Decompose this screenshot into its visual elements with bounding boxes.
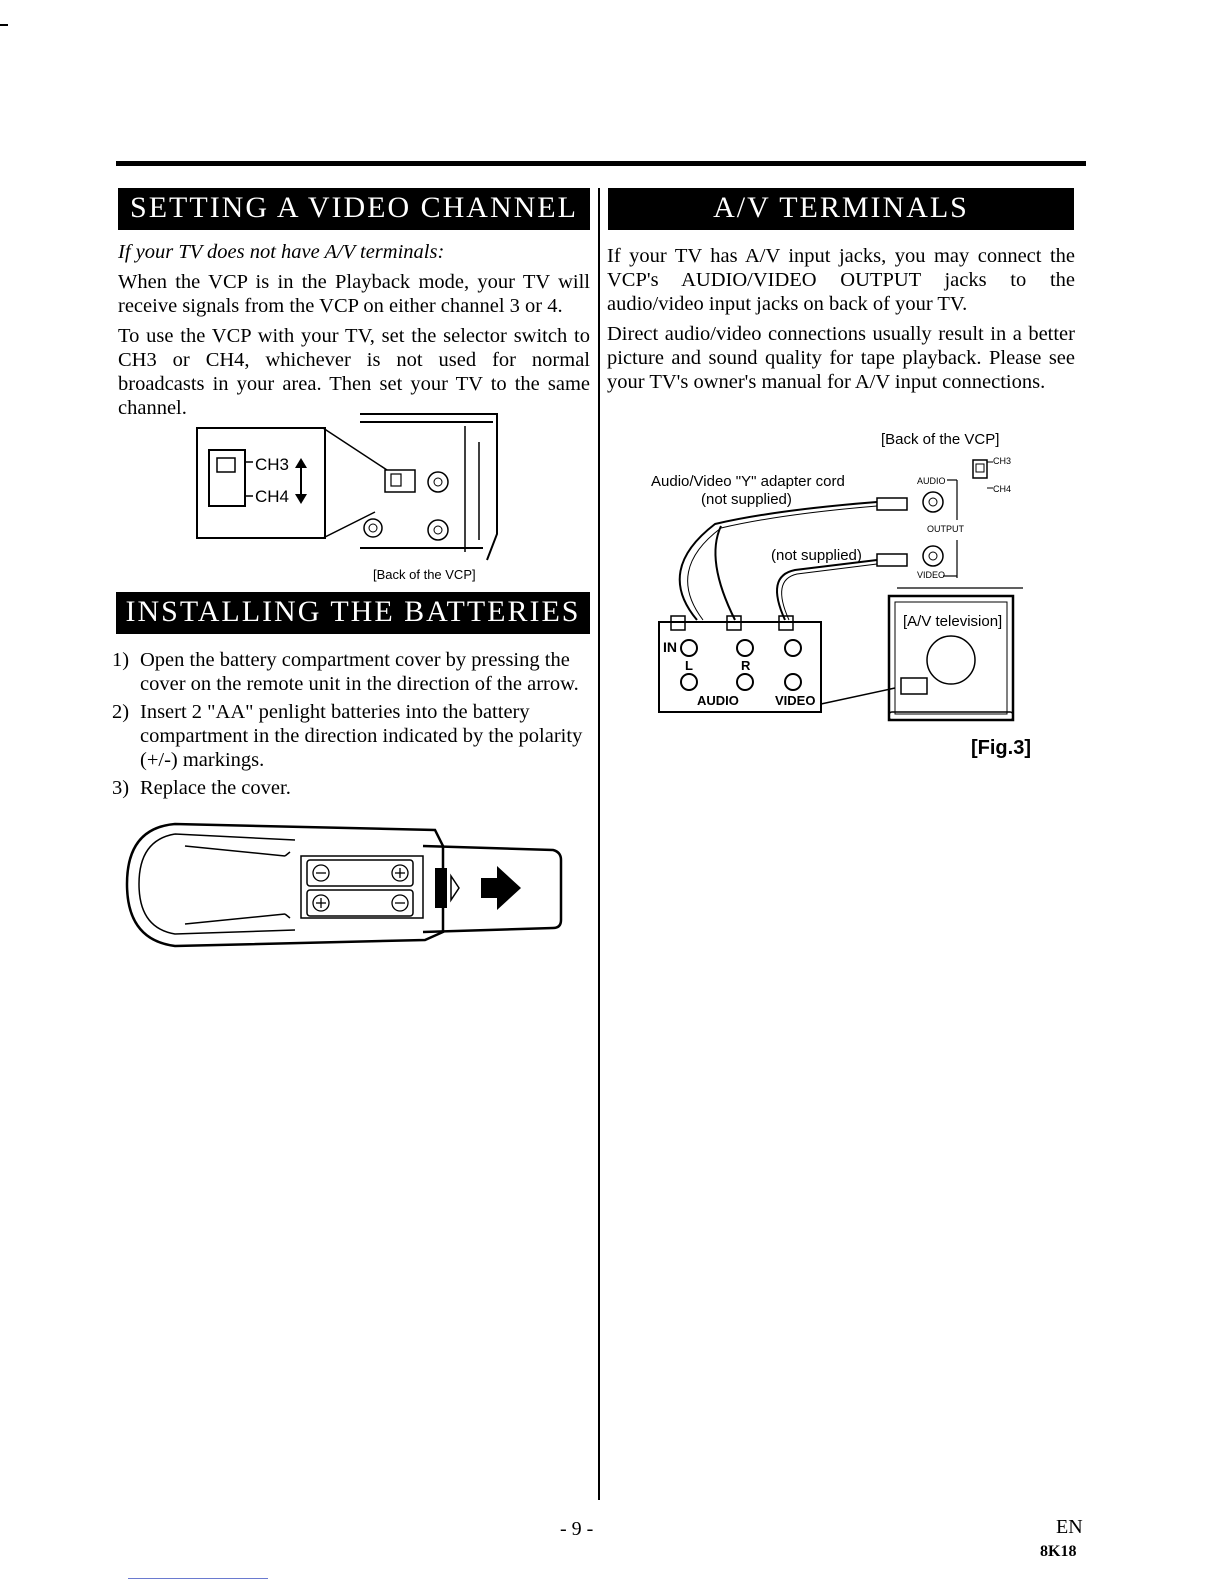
av-connection-figure: [Back of the VCP] Audio/Video "Y" adapte…	[651, 431, 1031, 759]
vcp-back-caption: [Back of the VCP]	[373, 567, 476, 582]
ch3-label: CH3	[255, 455, 289, 474]
av-para-1: If your TV has A/V input jacks, you may …	[607, 245, 1075, 315]
setting-text: If your TV does not have A/V terminals: …	[118, 240, 590, 426]
list-item: 3)Replace the cover.	[112, 777, 291, 799]
av-para-2: Direct audio/video connections usually r…	[607, 323, 1075, 393]
l-label: L	[685, 658, 693, 673]
ch4-label: CH4	[255, 487, 289, 506]
setting-subtitle: If your TV does not have A/V terminals:	[118, 241, 445, 263]
column-divider	[598, 188, 600, 1500]
video-out-label: VIDEO	[917, 570, 945, 580]
list-item: 1)Open the battery compartment cover by …	[112, 649, 579, 695]
arrow-right-icon	[481, 866, 521, 910]
ch3-label: CH3	[993, 456, 1011, 466]
section-title-setting-video-channel: SETTING A VIDEO CHANNEL	[118, 188, 590, 230]
setting-para-2: To use the VCP with your TV, set the sel…	[118, 325, 590, 419]
section-title-av-terminals: A/V TERMINALS	[608, 188, 1074, 230]
audio-in-label: AUDIO	[697, 693, 739, 708]
tv-label: [A/V television]	[903, 613, 1002, 630]
corner-mark	[0, 24, 8, 26]
ch4-label: CH4	[993, 484, 1011, 494]
page-number: - 9 -	[560, 1518, 594, 1540]
setting-para-1: When the VCP is in the Playback mode, yo…	[118, 271, 590, 317]
vcp-switch-figure: CH3 CH4 [Back of the VCP]	[196, 413, 498, 582]
bottom-underline	[128, 1578, 268, 1579]
r-label: R	[741, 658, 751, 673]
top-rule	[116, 161, 1086, 166]
figure-number: [Fig.3]	[971, 737, 1031, 759]
av-text: If your TV has A/V input jacks, you may …	[607, 244, 1075, 400]
not-supplied-label-2: (not supplied)	[771, 547, 862, 564]
language-code: EN	[1056, 1516, 1083, 1538]
section-title-installing-batteries: INSTALLING THE BATTERIES	[116, 592, 590, 634]
list-item: 2)Insert 2 "AA" penlight batteries into …	[112, 701, 583, 771]
audio-out-label: AUDIO	[917, 476, 946, 486]
model-code: 8K18	[1040, 1543, 1077, 1560]
vcp-back-label: [Back of the VCP]	[881, 431, 999, 448]
output-label: OUTPUT	[927, 524, 965, 534]
cord-label: Audio/Video "Y" adapter cord	[651, 473, 845, 490]
remote-battery-figure	[125, 822, 563, 948]
battery-steps: 1)Open the battery compartment cover by …	[112, 648, 584, 804]
not-supplied-label-1: (not supplied)	[701, 491, 792, 508]
in-label: IN	[663, 639, 677, 655]
video-in-label: VIDEO	[775, 693, 815, 708]
